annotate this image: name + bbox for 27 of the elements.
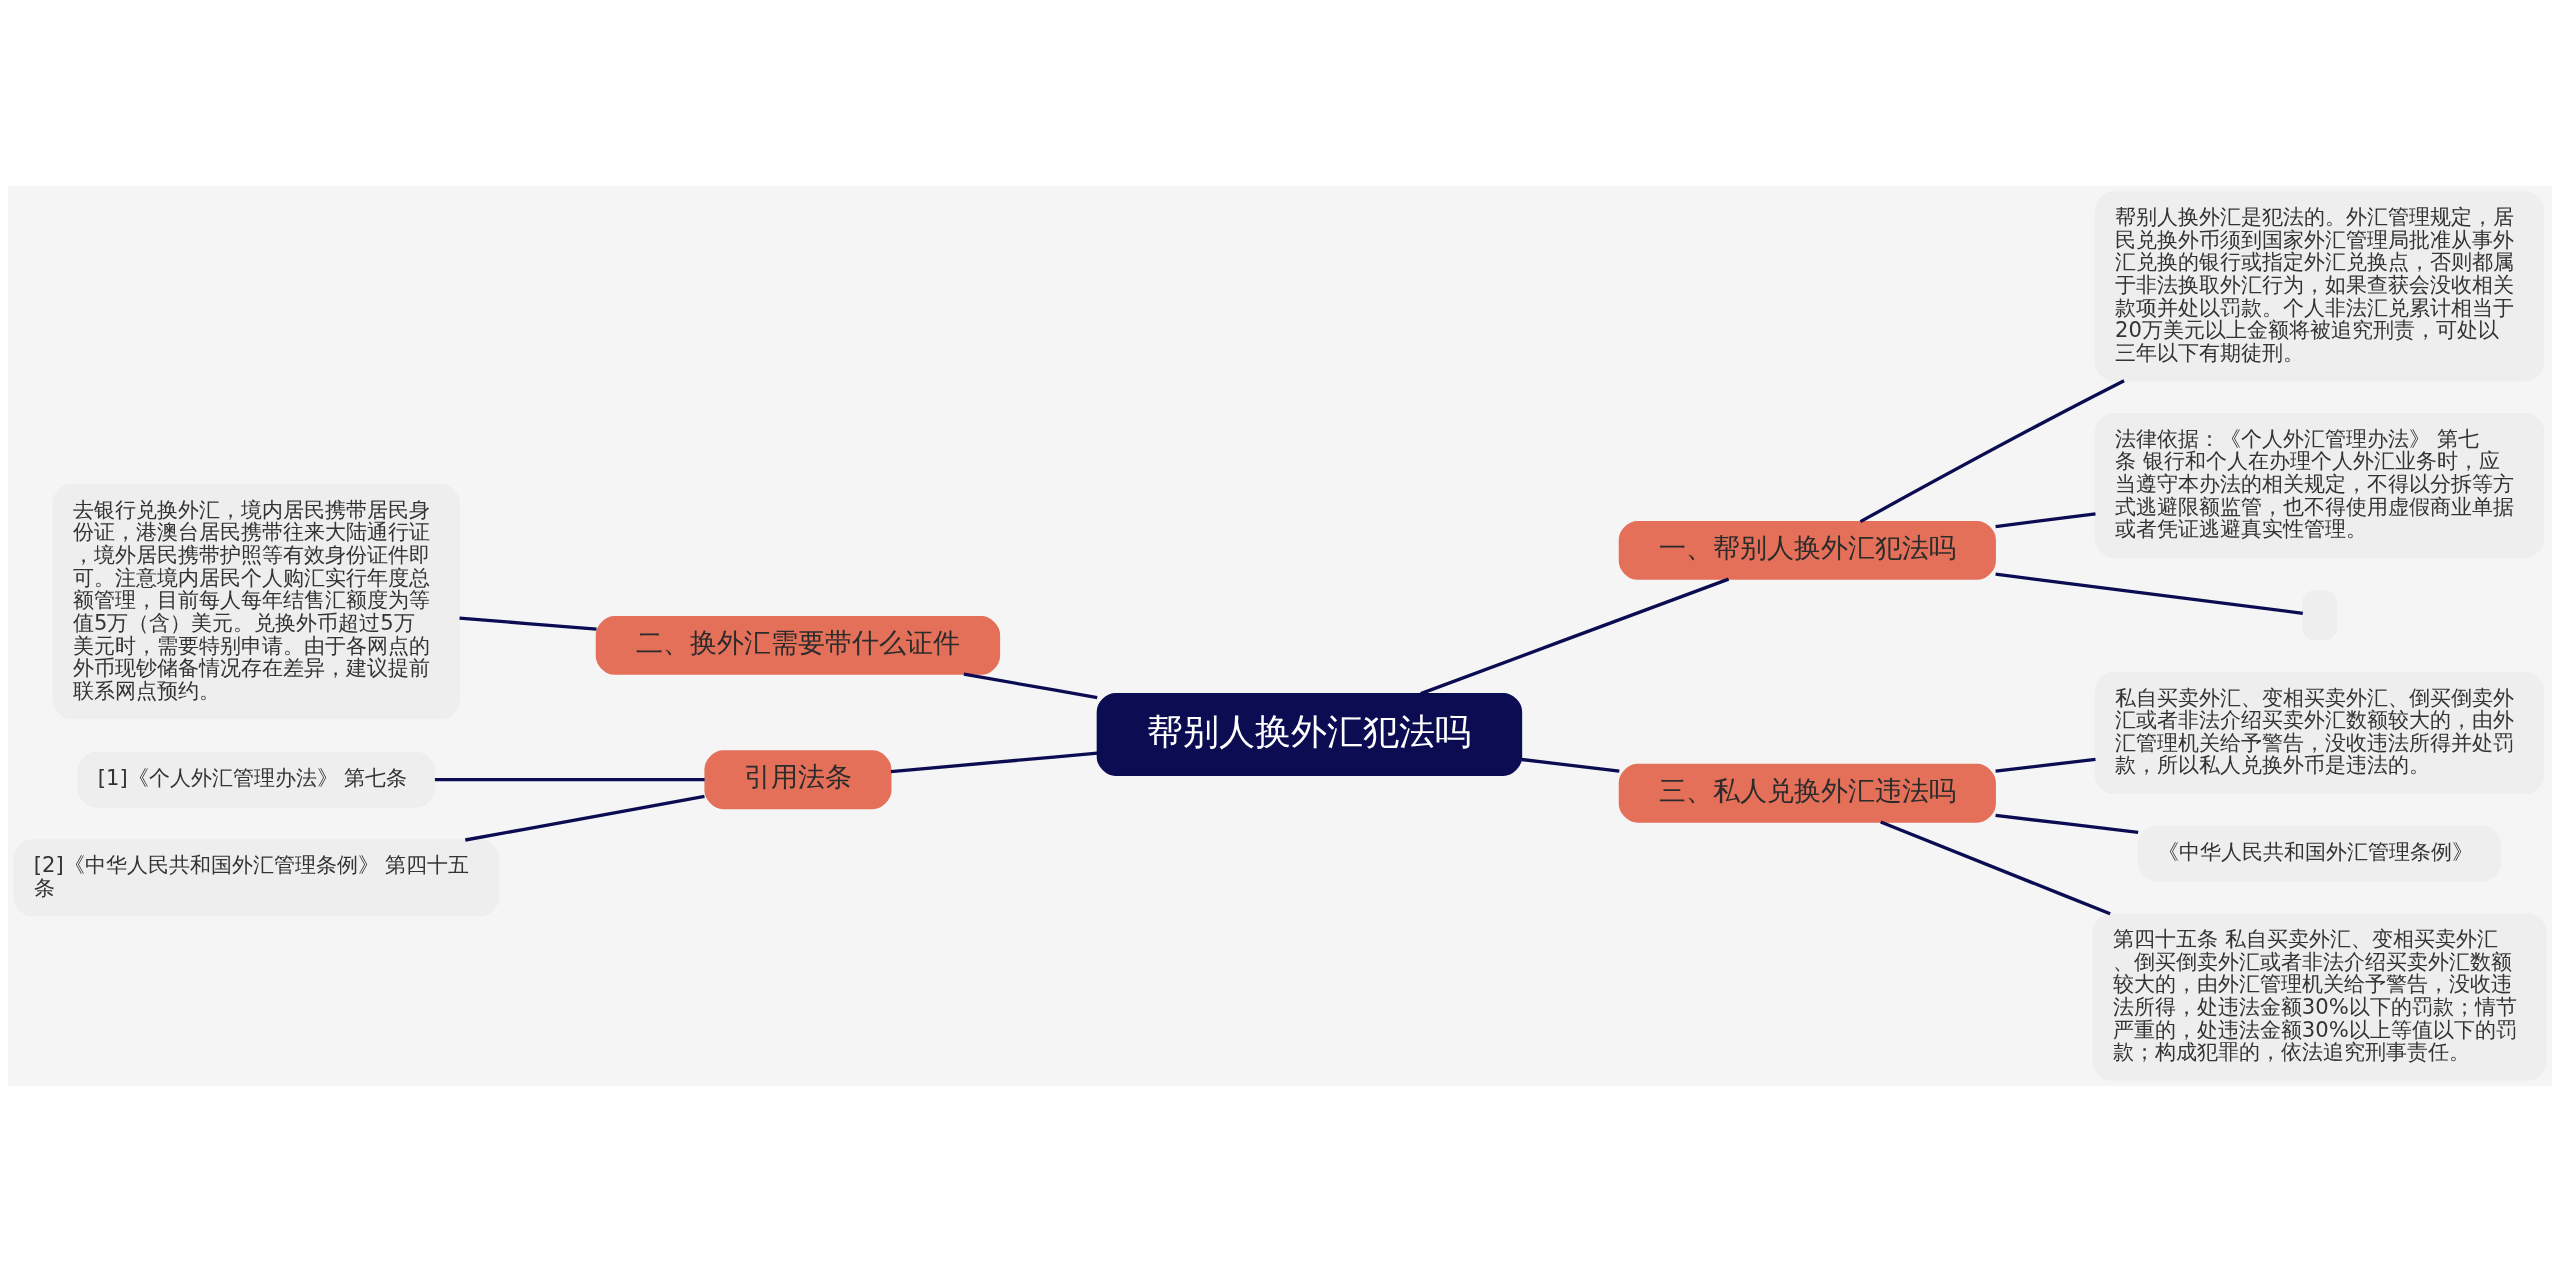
node-box: 去银行兑换外汇，境内居民携带居民身份证，港澳台居民携带往来大陆通行证，境外居民携带护照等有效身份证件即可。注意境内居民个人购汇实行年度总额管理，目前每人每年结售汇额度为等值5万（含）美元。兑换外币超过5万美元时，需要特别申请。由于各网点的外币现钞储备情况存在差异，建议提前联系网点预约。	[52, 484, 460, 720]
node-box: 《中华人民共和国外汇管理条例》	[2137, 825, 2502, 882]
node-box: 二、换外汇需要带什么证件	[595, 616, 1001, 675]
connector	[890, 751, 1098, 774]
node-box: 帮别人换外汇犯法吗	[1096, 692, 1523, 776]
connector	[464, 794, 705, 842]
node-box: [1]《个人外汇管理办法》 第七条	[77, 751, 436, 808]
connector	[1859, 379, 2125, 524]
node-box	[2302, 590, 2337, 641]
connector	[1995, 572, 2303, 615]
connector	[1880, 820, 2111, 916]
node-box: 帮别人换外汇是犯法的。外汇管理规定，居民兑换外币须到国家外汇管理局批准从事外汇兑换的银行或指定外汇兑换点，否则都属于非法换取外汇行为，如果查获会没收相关款项并处以罚款。个人非法汇兑累计相当于20万美元以上金额将被追究刑责，可处以三年以下有期徒刑。	[2094, 191, 2545, 382]
connector	[1521, 757, 1620, 773]
node-box: 引用法条	[704, 750, 892, 810]
node-box: 法律依据：《个人外汇管理办法》 第七条 银行和个人在办理个人外汇业务时，应当遵守本办法的相关规定，不得以分拆等方式逃避限额监管，也不得使用虚假商业单据或者凭证逃避真实性管理。	[2094, 413, 2545, 558]
connector	[1420, 577, 1730, 696]
connector	[434, 778, 705, 782]
connector	[1995, 512, 2096, 529]
connector	[1995, 757, 2096, 773]
node-box: [2]《中华人民共和国外汇管理条例》 第四十五条	[13, 839, 500, 917]
connector	[1995, 813, 2139, 834]
node-box: 三、私人兑换外汇违法吗	[1618, 763, 1996, 823]
node-box: 一、帮别人换外汇犯法吗	[1618, 520, 1996, 580]
connector	[459, 616, 597, 631]
node-box: 第四十五条 私自买卖外汇、变相买卖外汇、倒买倒卖外汇或者非法介绍买卖外汇数额较大的，由外汇管理机关给予警告，没收违法所得，处违法金额30%以下的罚款；情节严重的，处违法金额30%以上等值以下的罚款；构成犯罪的，依法追究刑事责任。	[2092, 913, 2547, 1081]
connector	[963, 672, 1098, 700]
node-box: 私自买卖外汇、变相买卖外汇、倒买倒卖外汇或者非法介绍买卖外汇数额较大的，由外汇管理机关给予警告，没收违法所得并处罚款，所以私人兑换外币是违法的。	[2094, 671, 2545, 795]
